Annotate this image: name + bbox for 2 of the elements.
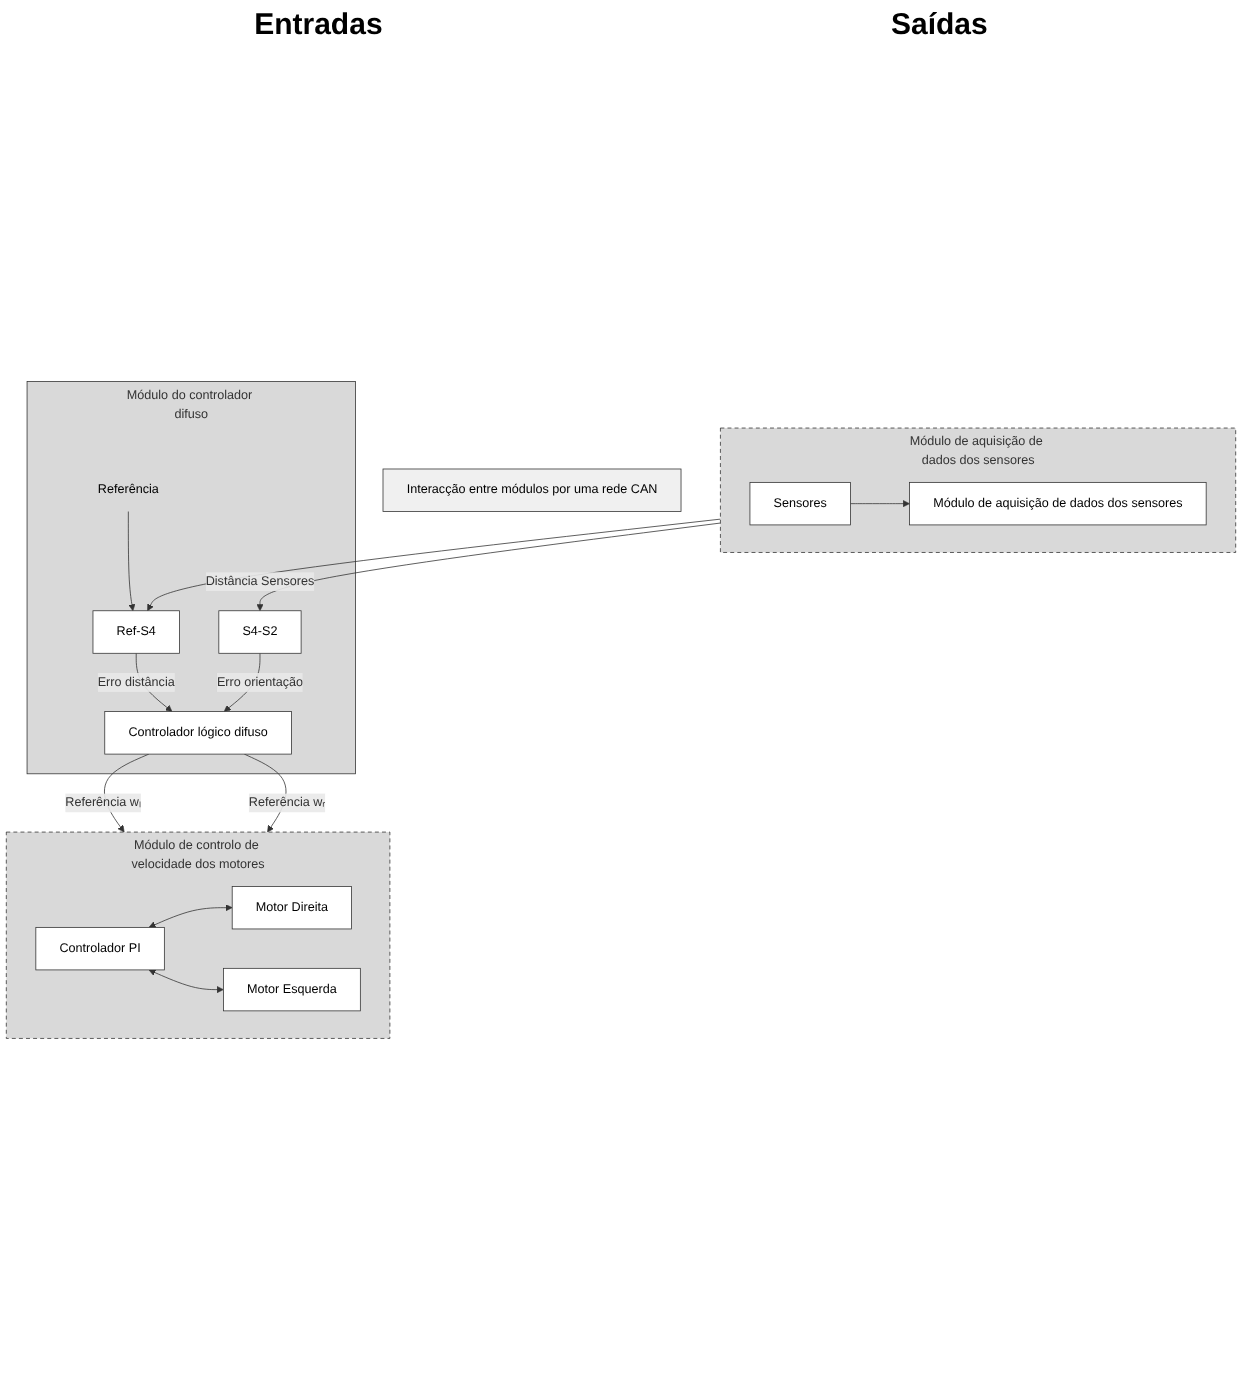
column-heading: Entradas: [254, 8, 383, 42]
column-heading: Saídas: [891, 8, 988, 42]
